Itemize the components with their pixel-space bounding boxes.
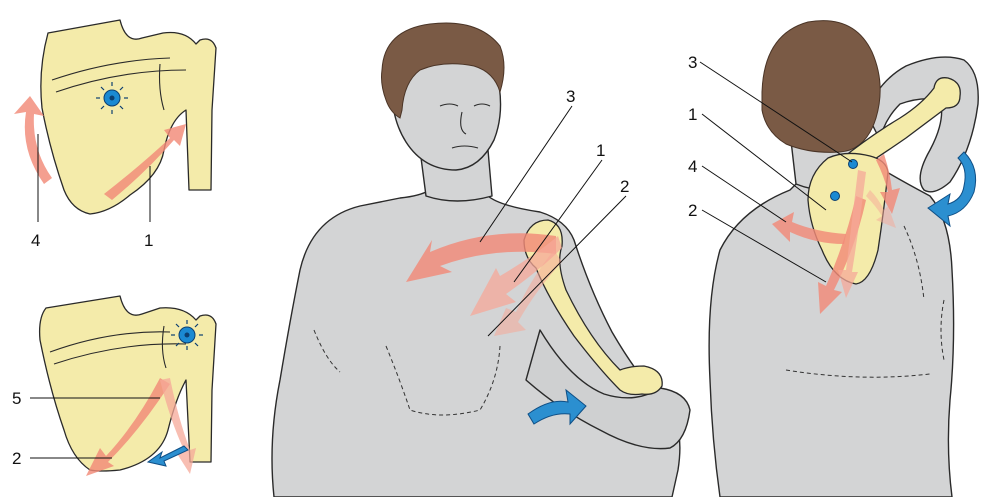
pivot-dot-lower <box>831 192 840 201</box>
label-4: 4 <box>31 231 40 250</box>
label-1: 1 <box>144 231 153 250</box>
label-2: 2 <box>688 201 697 220</box>
label-5: 5 <box>12 389 21 408</box>
label-3: 3 <box>688 53 697 72</box>
label-1: 1 <box>688 105 697 124</box>
label-3: 3 <box>566 87 575 106</box>
front-view-panel: 3 1 2 <box>272 23 690 497</box>
scapula-bottom <box>40 296 216 471</box>
front-torso <box>272 160 680 497</box>
scapula-top-panel: 4 1 <box>14 20 216 250</box>
back-view-panel: 3 1 4 2 <box>688 21 978 497</box>
label-2: 2 <box>12 449 21 468</box>
back-head <box>762 21 880 153</box>
label-2: 2 <box>620 177 629 196</box>
label-1: 1 <box>596 141 605 160</box>
label-4: 4 <box>688 157 697 176</box>
scapula-bottom-panel: 5 2 <box>12 296 216 476</box>
